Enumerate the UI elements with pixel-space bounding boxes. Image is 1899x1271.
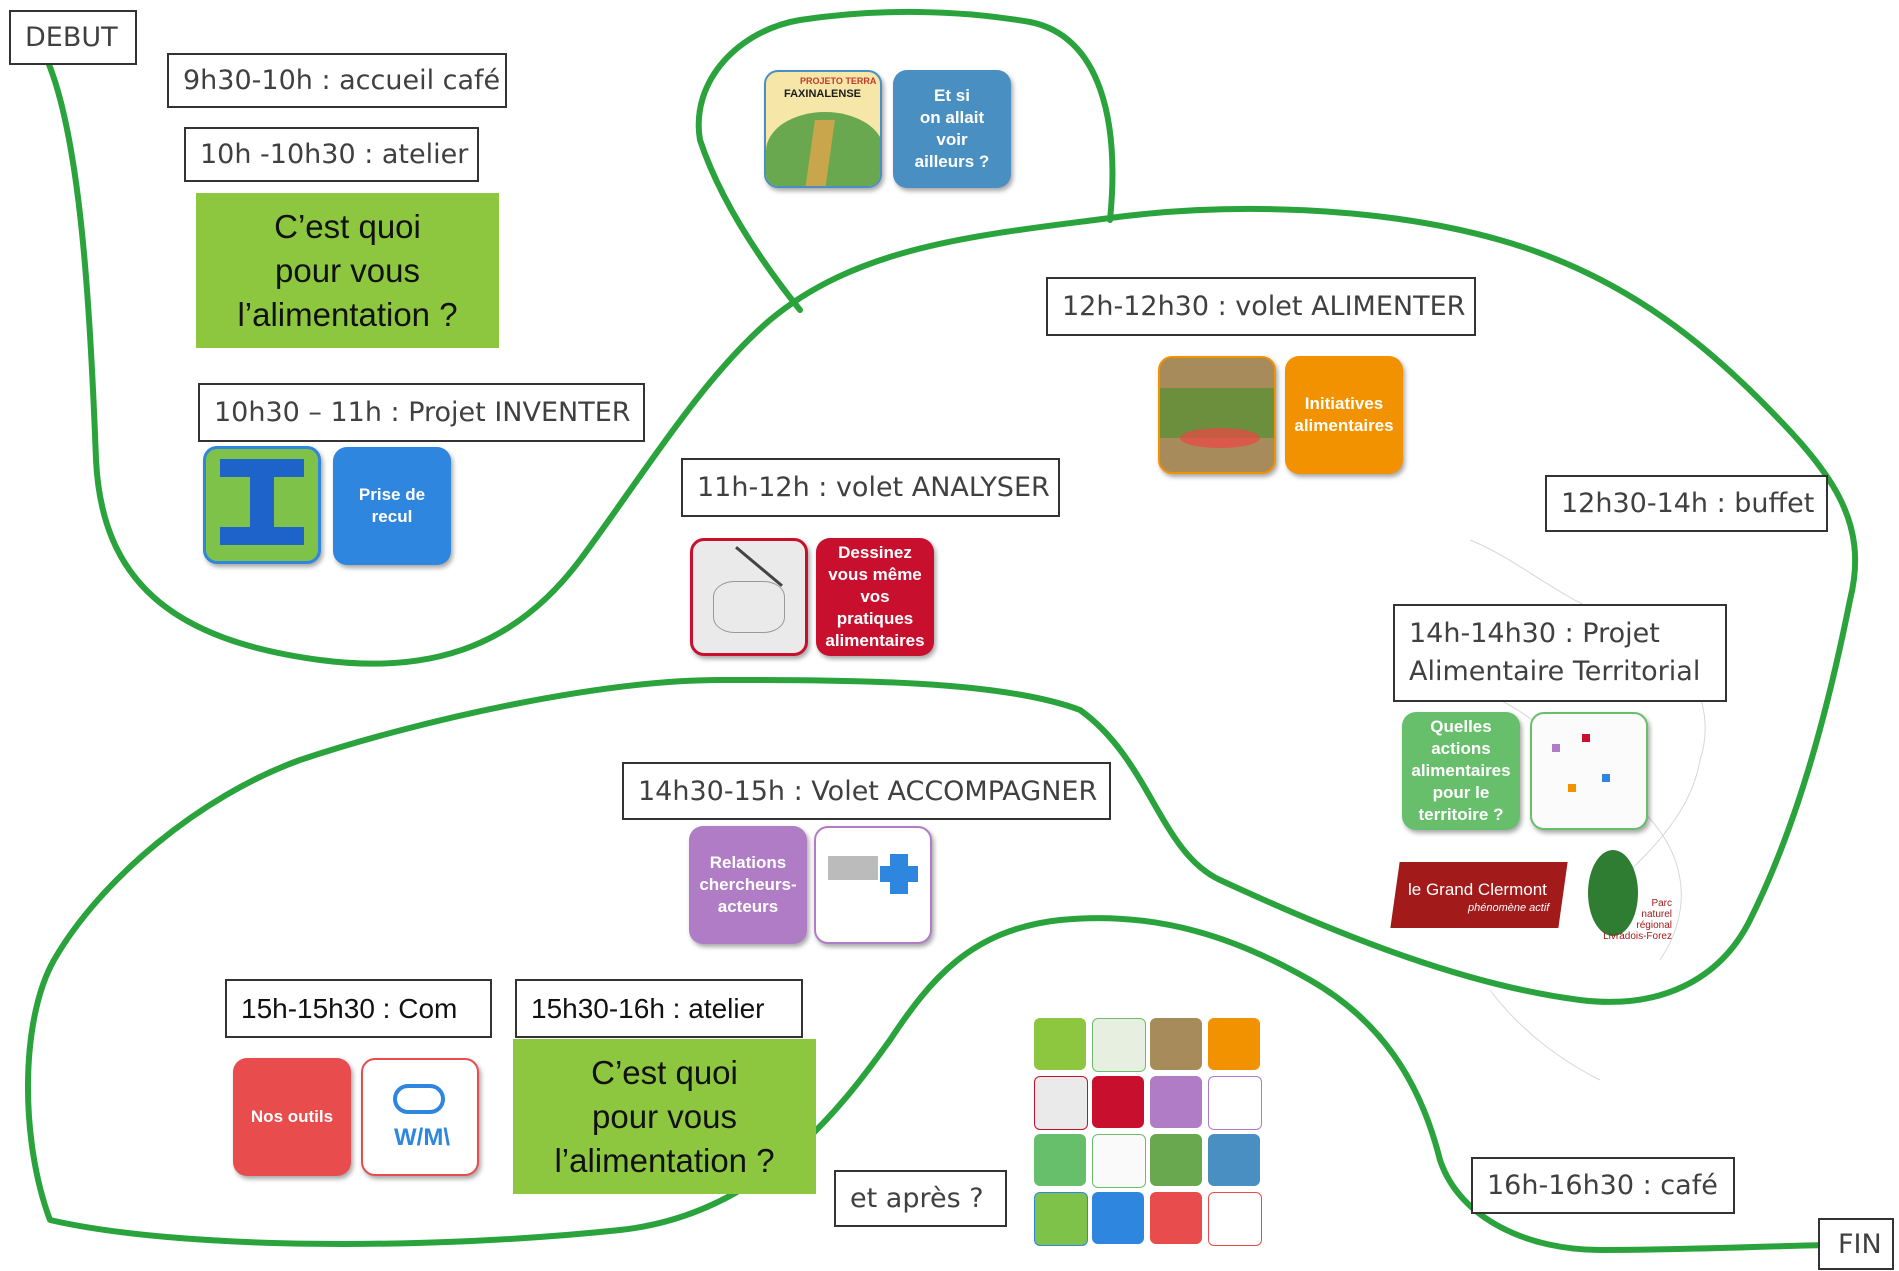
tile-prise-de-recul: Prise de recul — [333, 447, 451, 565]
tile-dessinez: Dessinez vous même vos pratiques aliment… — [816, 538, 934, 656]
territory-map-tile — [1530, 712, 1648, 830]
label-inventer: 10h30 – 11h : Projet INVENTER — [198, 383, 645, 442]
recap-inventer — [1034, 1192, 1088, 1246]
parc-logo — [1588, 850, 1638, 936]
tile-nos-outils: Nos outils — [233, 1058, 351, 1176]
label-atelier-1: 10h -10h30 : atelier — [184, 127, 479, 182]
recap-prise — [1092, 1192, 1144, 1244]
tile-et-si: Et si on allait voir ailleurs ? — [893, 70, 1011, 188]
cloud-icon — [393, 1084, 445, 1114]
end-marker: FIN — [1818, 1218, 1894, 1270]
label-analyser: 11h-12h : volet ANALYSER — [681, 458, 1060, 517]
tile-quelles-actions: Quelles actions alimentaires pour le ter… — [1402, 712, 1520, 830]
recap-initiatives — [1208, 1018, 1260, 1070]
tile-initiatives: Initiatives alimentaires — [1285, 356, 1403, 474]
recap-question — [1034, 1018, 1086, 1070]
label-atelier-2: 15h30-16h : atelier — [515, 979, 803, 1038]
recap-wiki — [1208, 1192, 1262, 1246]
recap-quelles — [1034, 1134, 1086, 1186]
wiki-tile-text: W/M\ — [394, 1124, 450, 1151]
label-alimenter: 12h-12h30 : volet ALIMENTER — [1046, 277, 1476, 336]
recap-dessinez — [1092, 1076, 1144, 1128]
parc-logo-text: Parc naturel régional Livradois-Forez — [1603, 898, 1672, 942]
label-cafe: 16h-16h30 : café — [1471, 1157, 1735, 1214]
terra-faxinalense-tile: PROJETO TERRA FAXINALENSE — [764, 70, 882, 188]
question-box-2: C’est quoi pour vous l’alimentation ? — [513, 1039, 816, 1194]
inventer-diagram-tile — [203, 446, 321, 564]
analyser-drawing-tile — [690, 538, 808, 656]
label-pat-line1: 14h-14h30 : Projet — [1409, 618, 1660, 649]
grand-clermont-logo-sub: phénomène actif — [1468, 902, 1550, 914]
label-buffet: 12h30-14h : buffet — [1545, 475, 1828, 532]
label-com: 15h-15h30 : Com — [225, 979, 492, 1038]
question-box-1: C’est quoi pour vous l’alimentation ? — [196, 193, 499, 348]
recap-terra — [1150, 1134, 1202, 1186]
grand-clermont-logo-text: le Grand Clermont — [1408, 880, 1547, 899]
label-pat: 14h-14h30 : Projet Alimentaire Territori… — [1393, 604, 1727, 702]
recap-diagram — [1208, 1076, 1262, 1130]
tile-relations: Relations chercheurs- acteurs — [689, 826, 807, 944]
recap-drawing — [1034, 1076, 1088, 1130]
recap-outils — [1150, 1192, 1202, 1244]
recap-et-si — [1208, 1134, 1260, 1186]
recap-grid — [1034, 1018, 1262, 1246]
recap-relations — [1150, 1076, 1202, 1128]
accompagner-diagram-tile — [814, 826, 932, 944]
start-marker: DEBUT — [9, 10, 137, 65]
label-accompagner: 14h30-15h : Volet ACCOMPAGNER — [622, 762, 1111, 820]
recap-photo-1 — [1092, 1018, 1146, 1072]
wiki-tile: W/M\ — [361, 1058, 479, 1176]
label-accueil: 9h30-10h : accueil café — [167, 53, 507, 108]
label-apres: et après ? — [834, 1170, 1007, 1227]
label-pat-line2: Alimentaire Territorial — [1409, 656, 1701, 687]
recap-poster — [1150, 1018, 1202, 1070]
recap-map — [1092, 1134, 1146, 1188]
alimenter-poster-tile — [1158, 356, 1276, 474]
